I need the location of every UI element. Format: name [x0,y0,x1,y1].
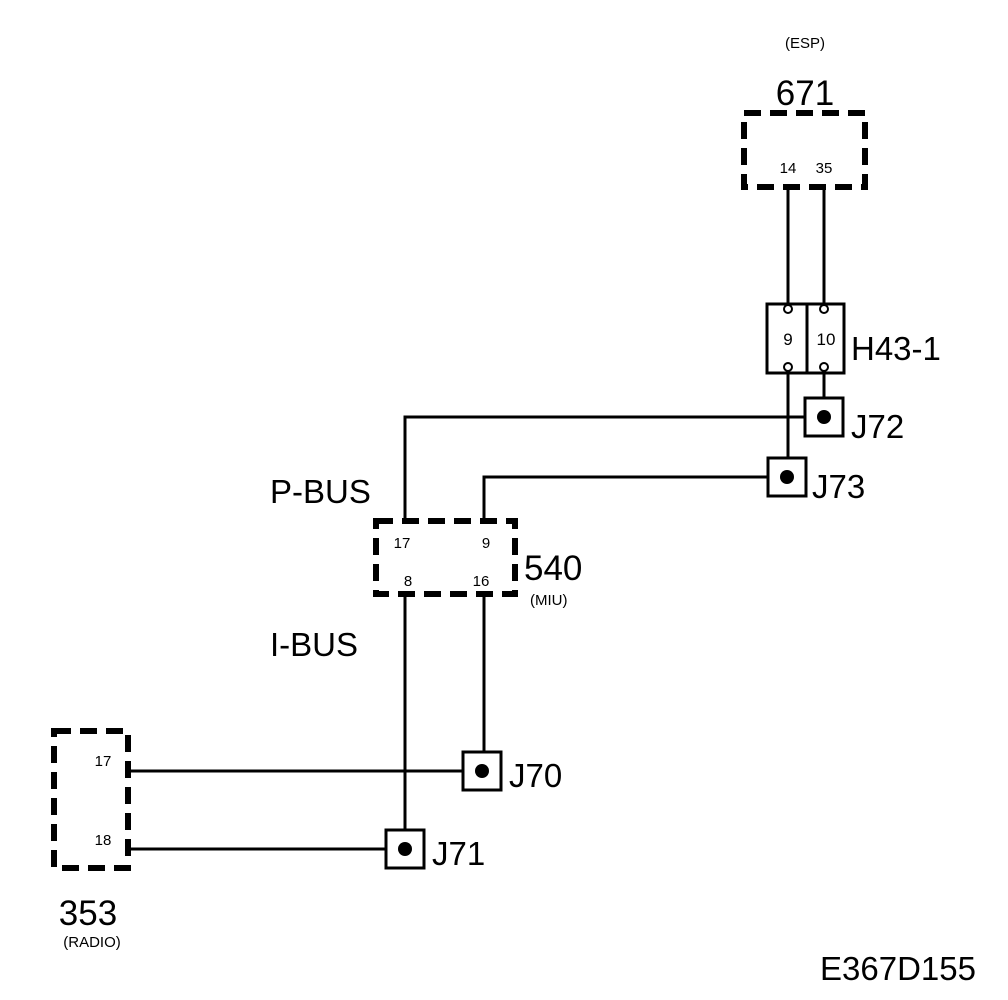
esp-pin-14: 14 [780,160,797,177]
h43-pin-10-top-terminal [819,304,829,314]
wire-j73-miu9 [482,475,768,521]
junction-j73: J73 [766,456,865,505]
figure-id: E367D155 [820,950,976,987]
esp-outline [741,110,868,190]
j72-dot [817,410,831,424]
wire-j72-miu17 [403,415,805,521]
miu-pin-9: 9 [482,535,490,552]
p-bus-label: P-BUS [270,473,371,510]
h43-pin-10-bottom-terminal [819,362,829,372]
j72-box [803,396,845,438]
esp-name: (ESP) [785,35,825,52]
h43-pin-9-bottom-terminal [783,362,793,372]
j70-label: J70 [509,757,562,794]
h43-pin-10-label: 10 [817,330,836,349]
radio-pin-18: 18 [95,832,112,849]
esp-pin-35: 35 [816,160,833,177]
miu-pin-16: 16 [473,573,490,590]
h43-1-connector: 9 10 H43-1 [765,302,941,375]
junction-j70: J70 [461,750,562,794]
radio-outline [51,728,131,871]
j71-label: J71 [432,835,485,872]
j73-dot [780,470,794,484]
esp-number: 671 [776,74,834,113]
h43-pin-9-top-terminal [783,304,793,314]
miu-number: 540 [524,549,582,588]
radio-number: 353 [59,894,117,933]
h43-pin-9-label: 9 [783,330,792,349]
miu-name: (MIU) [530,592,568,609]
junction-j72: J72 [803,396,904,445]
j73-label: J73 [812,468,865,505]
h43-connector-name: H43-1 [851,330,941,367]
radio-module: 17 18 353 (RADIO) [51,728,131,951]
h43-pin-10-box [805,302,846,375]
j72-label: J72 [851,408,904,445]
miu-module: 17 9 8 16 540 (MIU) [373,518,582,609]
j70-dot [475,764,489,778]
i-bus-label: I-BUS [270,626,358,663]
j71-dot [398,842,412,856]
radio-name: (RADIO) [63,934,121,951]
radio-pin-17: 17 [95,753,112,770]
miu-pin-17: 17 [394,535,411,552]
miu-pin-8: 8 [404,573,412,590]
junction-j71: J71 [384,828,485,872]
esp-module: (ESP) 671 14 35 [741,35,868,190]
miu-outline [373,518,518,597]
